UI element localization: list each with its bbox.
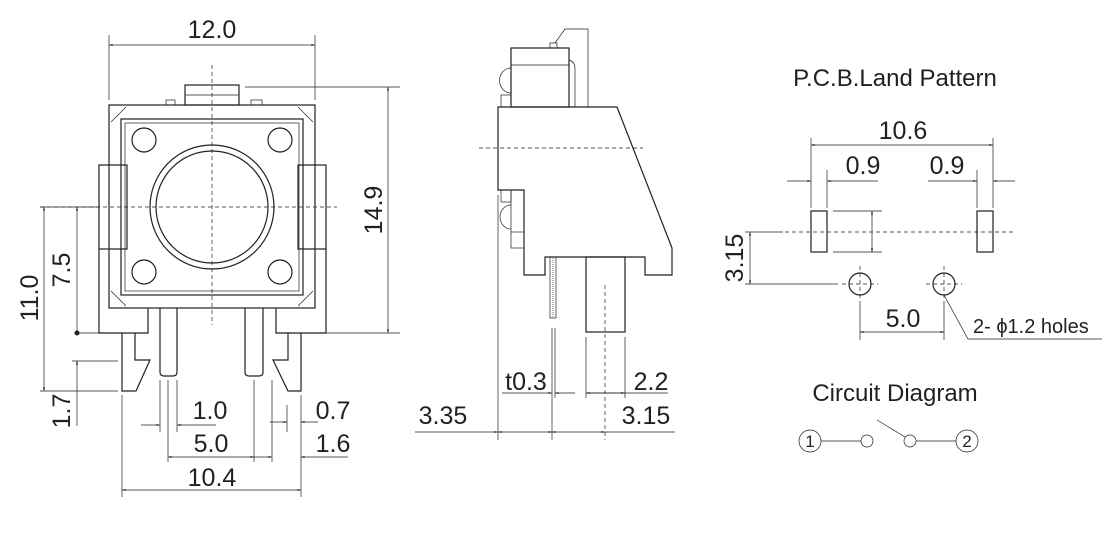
dim-pin-pitch: 5.0 <box>194 430 229 458</box>
dim-pin-height: 11.0 <box>16 275 44 322</box>
pad-right <box>976 210 994 253</box>
dim-offset-right: 3.15 <box>622 402 671 430</box>
dim-pin-to-leg: 1.6 <box>316 430 351 458</box>
dim-thickness: t0.3 <box>505 368 547 396</box>
dim-leg-span: 10.4 <box>188 464 237 492</box>
dim-row-offset: 3.15 <box>721 234 749 283</box>
front-view <box>40 65 337 392</box>
pad-left <box>810 210 828 253</box>
holes-note: 2- ϕ1.2 holes <box>973 316 1089 338</box>
side-dimensions: t0.3 2.2 3.35 3.15 <box>415 195 675 440</box>
circuit-title: Circuit Diagram <box>812 380 977 407</box>
dim-hole-pitch: 5.0 <box>886 305 921 333</box>
terminal-2-label: 2 <box>962 432 971 451</box>
dim-center-height: 7.5 <box>48 253 76 288</box>
dim-width: 12.0 <box>188 16 237 44</box>
dim-pad-span: 10.6 <box>879 117 928 145</box>
dim-offset-left: 3.35 <box>419 402 468 430</box>
dim-snap-height: 1.7 <box>48 394 76 429</box>
dim-pad-width-right: 0.9 <box>930 152 965 180</box>
pcb-title: P.C.B.Land Pattern <box>793 65 997 92</box>
dim-height: 14.9 <box>360 186 388 235</box>
side-view <box>479 28 673 440</box>
front-dimensions: 12.0 14.9 11.0 7.5 1.7 1.0 5.0 10.4 0 <box>16 16 400 497</box>
pcb-land-pattern: P.C.B.Land Pattern 10.6 0.9 0.9 3.15 5.0… <box>721 65 1102 340</box>
dim-snap-width: 0.7 <box>316 397 351 425</box>
dim-pad-width-left: 0.9 <box>846 152 881 180</box>
terminal-1-label: 1 <box>805 432 814 451</box>
circuit-diagram: Circuit Diagram 1 2 <box>798 380 979 453</box>
dim-pin-width: 1.0 <box>193 397 228 425</box>
dim-side-pin-width: 2.2 <box>634 368 669 396</box>
